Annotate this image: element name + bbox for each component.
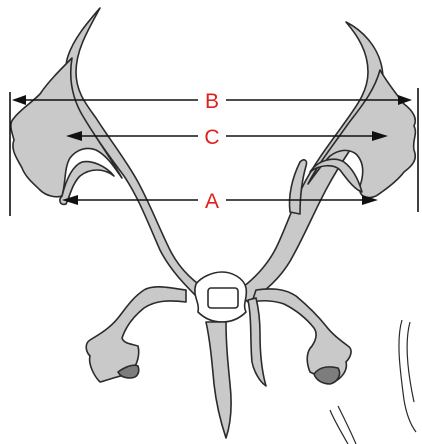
measurement-labels: B C A	[204, 90, 219, 213]
background-sketch	[330, 320, 416, 444]
right-antler-drop-prong	[248, 298, 266, 386]
left-antler-lower-tine	[60, 162, 114, 205]
central-process	[206, 322, 231, 438]
right-brow-tine-tip	[314, 367, 340, 384]
measurement-b-arrow-left	[12, 95, 26, 105]
label-a: A	[205, 190, 219, 213]
right-antler	[236, 22, 415, 386]
sketch-line-4	[338, 406, 356, 444]
left-antler	[11, 8, 210, 382]
left-antler-main-beam	[66, 8, 210, 300]
label-b: B	[205, 90, 219, 113]
skull-cap	[195, 272, 247, 438]
measurement-b-arrow-right	[398, 95, 412, 105]
label-c: C	[204, 126, 219, 149]
left-antler-palm	[11, 58, 122, 197]
skull-center-block	[208, 288, 238, 308]
sketch-line-3	[330, 410, 348, 444]
sketch-line-2	[407, 322, 414, 402]
